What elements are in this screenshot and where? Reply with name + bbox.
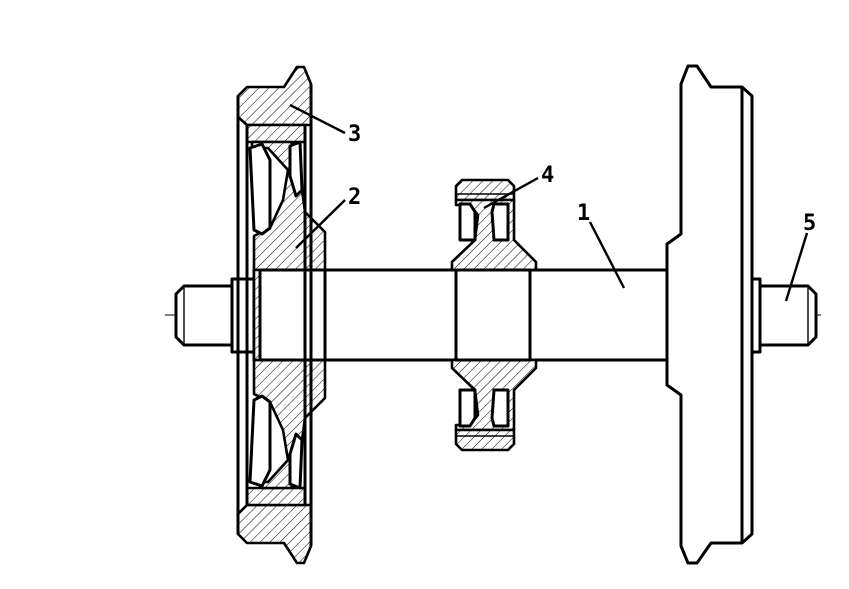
left-tyre-lower xyxy=(236,503,313,565)
gear xyxy=(450,178,538,452)
callout-5: 5 xyxy=(803,211,816,236)
right-wheel-body xyxy=(665,64,754,565)
right-wheel xyxy=(665,64,754,565)
callout-2: 2 xyxy=(348,185,361,210)
callouts: 3 2 4 1 5 xyxy=(289,103,816,302)
callout-4: 4 xyxy=(541,163,554,188)
callout-3: 3 xyxy=(348,122,361,147)
left-tyre-upper xyxy=(236,65,313,127)
callout-1: 1 xyxy=(577,201,590,226)
